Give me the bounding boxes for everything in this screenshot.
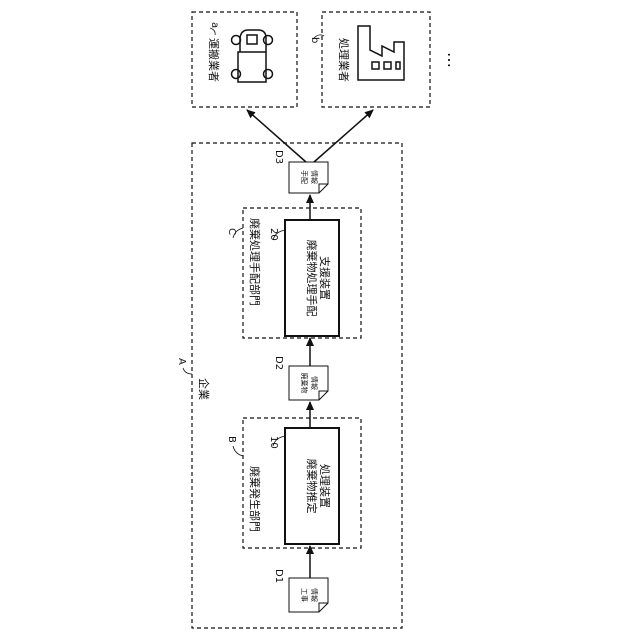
- document-d2-line-2: 情報: [310, 376, 319, 390]
- document-d2-line-1: 廃棄物: [300, 373, 309, 394]
- waste-estimation-device: 廃棄物推定 処理装置 10: [268, 428, 339, 544]
- transport-company-ref: a: [209, 22, 220, 28]
- department-generation-label: 廃棄発生部門: [248, 466, 262, 532]
- device-20-line-2: 支援装置: [318, 256, 332, 300]
- arrangement-support-device: 廃棄物処理手配 支援装置 20: [268, 220, 339, 336]
- document-d3-line-2: 情報: [310, 170, 319, 184]
- document-d3-ref: D3: [273, 150, 284, 164]
- device-20-line-1: 廃棄物処理手配: [305, 240, 319, 317]
- enterprise-label: 企業: [197, 378, 211, 400]
- processing-company: 処理業者 b: [309, 12, 430, 107]
- document-d2: 廃棄物 情報 D2: [273, 356, 328, 400]
- transport-company-label: 運搬業者: [207, 38, 221, 82]
- department-arrangement-label: 廃棄処理手配部門: [248, 218, 262, 306]
- department-generation-ref: B: [226, 436, 237, 443]
- device-10-line-1: 廃棄物推定: [305, 459, 319, 514]
- factory-icon: [358, 26, 404, 80]
- truck-icon: [232, 30, 273, 82]
- document-d1-line-2: 情報: [310, 588, 319, 602]
- department-arrangement-ref: C: [226, 228, 237, 235]
- arrow-d3-to-processing: [314, 110, 373, 162]
- document-d2-ref: D2: [273, 356, 284, 370]
- document-d1-line-1: 工事: [300, 588, 309, 602]
- device-10-line-2: 処理装置: [318, 464, 331, 508]
- document-d3-line-1: 手配: [300, 170, 309, 184]
- transport-company: 運搬業者 a: [192, 12, 297, 107]
- document-d1: 工事 情報 D1: [273, 569, 328, 612]
- device-10-ref: 10: [268, 436, 279, 449]
- enterprise-ref: A: [176, 358, 187, 365]
- document-d1-ref: D1: [273, 569, 284, 583]
- more-companies-indicator: …: [444, 52, 463, 68]
- processing-company-label: 処理業者: [337, 38, 350, 82]
